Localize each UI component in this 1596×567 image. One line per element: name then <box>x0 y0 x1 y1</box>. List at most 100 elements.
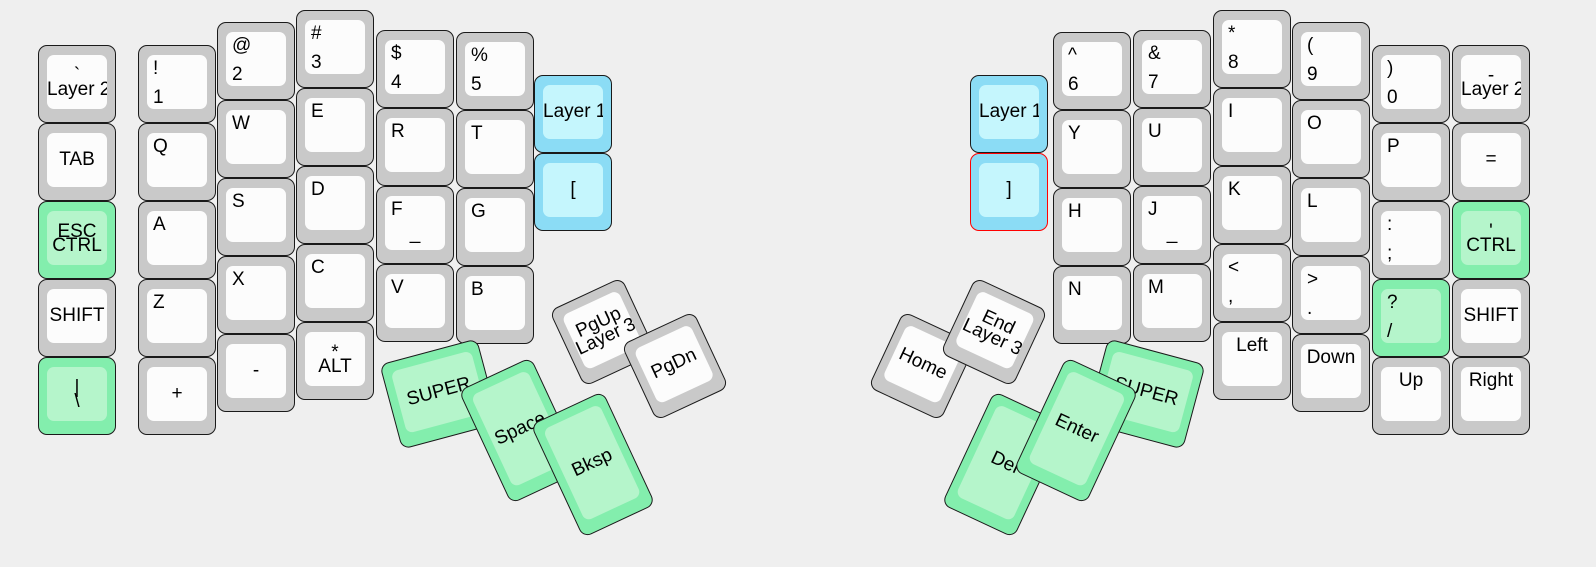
key-s[interactable]: S <box>217 178 295 256</box>
key-c[interactable]: C <box>296 244 374 322</box>
key-legend-base: 2 <box>232 64 243 85</box>
key-x[interactable]: X <box>217 256 295 334</box>
key-legend-base: . <box>1307 298 1313 319</box>
key-g[interactable]: G <box>456 188 534 266</box>
key-shift-left[interactable]: SHIFT <box>38 279 116 357</box>
key-1[interactable]: !1 <box>138 45 216 123</box>
keycap: K <box>1222 176 1282 230</box>
key-legend-main: SHIFT <box>1463 305 1519 327</box>
key-w[interactable]: W <box>217 100 295 178</box>
key-n[interactable]: N <box>1053 266 1131 344</box>
keycap: B <box>465 276 525 330</box>
keycap: Layer 1 <box>979 85 1039 139</box>
key-period[interactable]: >. <box>1292 256 1370 334</box>
key-layer1-left[interactable]: Layer 1 <box>534 75 612 153</box>
key-legend-base: K <box>1228 179 1241 200</box>
key-bracket-left[interactable]: [ <box>534 153 612 231</box>
key-layer1-right[interactable]: Layer 1 <box>970 75 1048 153</box>
key-legend-base: R <box>391 121 405 142</box>
key-legend-bottom: Layer 2 <box>47 78 107 100</box>
key-legend-shifted: $ <box>391 43 402 64</box>
keycap: ] <box>979 163 1039 217</box>
key-shift-right[interactable]: SHIFT <box>1452 279 1530 357</box>
key-legend-base: D <box>311 179 325 200</box>
key-legend-top: ` <box>73 64 81 86</box>
key-l[interactable]: L <box>1292 178 1370 256</box>
key-h[interactable]: H <box>1053 188 1131 266</box>
key-3[interactable]: #3 <box>296 10 374 88</box>
keycap: J_ <box>1142 196 1202 250</box>
keycap: N <box>1062 276 1122 330</box>
key-tab[interactable]: TAB <box>38 123 116 201</box>
key-legend-base: J <box>1148 199 1158 220</box>
key-m[interactable]: M <box>1133 264 1211 342</box>
key-minus[interactable]: - <box>217 334 295 412</box>
key-a[interactable]: A <box>138 201 216 279</box>
key-right[interactable]: Right <box>1452 357 1530 435</box>
key-layer2-minus[interactable]: -Layer 2 <box>1452 45 1530 123</box>
key-k[interactable]: K <box>1213 166 1291 244</box>
key-6[interactable]: ^6 <box>1053 32 1131 110</box>
key-f[interactable]: F_ <box>376 186 454 264</box>
key-2[interactable]: @2 <box>217 22 295 100</box>
key-y[interactable]: Y <box>1053 110 1131 188</box>
key-legend-base: B <box>471 279 484 300</box>
key-layer2-backtick[interactable]: `Layer 2 <box>38 45 116 123</box>
keycap: TAB <box>47 133 107 187</box>
key-5[interactable]: %5 <box>456 32 534 110</box>
key-j[interactable]: J_ <box>1133 186 1211 264</box>
key-t[interactable]: T <box>456 110 534 188</box>
keycap: T <box>465 120 525 174</box>
key-i[interactable]: I <box>1213 88 1291 166</box>
key-equals[interactable]: = <box>1452 123 1530 201</box>
key-q[interactable]: Q <box>138 123 216 201</box>
key-v[interactable]: V <box>376 264 454 342</box>
key-u[interactable]: U <box>1133 108 1211 186</box>
key-quote-ctrl[interactable]: 'CTRL <box>1452 201 1530 279</box>
keycap: |\ <box>47 367 107 421</box>
key-up[interactable]: Up <box>1372 357 1450 435</box>
key-plus[interactable]: + <box>138 357 216 435</box>
key-9[interactable]: (9 <box>1292 22 1370 100</box>
key-e[interactable]: E <box>296 88 374 166</box>
key-p[interactable]: P <box>1372 123 1450 201</box>
key-legend-main: TAB <box>59 149 95 171</box>
key-legend-shifted: @ <box>232 35 252 56</box>
key-slash[interactable]: ?/ <box>1372 279 1450 357</box>
keycap: Down <box>1301 344 1361 398</box>
key-b[interactable]: B <box>456 266 534 344</box>
key-bracket-right[interactable]: ] <box>970 153 1048 231</box>
key-legend-main: ] <box>1006 179 1012 201</box>
key-legend-main: Layer 1 <box>543 101 603 123</box>
key-legend-top: | <box>74 376 80 398</box>
keycap: Q <box>147 133 207 187</box>
key-7[interactable]: &7 <box>1133 30 1211 108</box>
key-legend-main: Right <box>1468 370 1514 391</box>
key-comma[interactable]: <, <box>1213 244 1291 322</box>
key-legend-main: Enter <box>1052 409 1103 448</box>
key-semicolon[interactable]: :; <box>1372 201 1450 279</box>
key-legend-base: O <box>1307 113 1322 134</box>
key-legend-shifted: & <box>1148 43 1161 64</box>
key-0[interactable]: )0 <box>1372 45 1450 123</box>
key-legend-main: Left <box>1236 335 1268 356</box>
key-legend-base: 0 <box>1387 87 1398 108</box>
key-pipe-backslash[interactable]: |\ <box>38 357 116 435</box>
key-left[interactable]: Left <box>1213 322 1291 400</box>
key-8[interactable]: *8 <box>1213 10 1291 88</box>
key-r[interactable]: R <box>376 108 454 186</box>
keycap: Bksp <box>542 403 642 522</box>
key-d[interactable]: D <box>296 166 374 244</box>
key-down[interactable]: Down <box>1292 334 1370 412</box>
key-legend-base: ; <box>1387 243 1393 264</box>
key-o[interactable]: O <box>1292 100 1370 178</box>
keycap: M <box>1142 274 1202 328</box>
keycap: Up <box>1381 367 1441 421</box>
homing-bar: _ <box>1166 223 1178 245</box>
key-legend-base: 6 <box>1068 74 1079 95</box>
key-z[interactable]: Z <box>138 279 216 357</box>
key-4[interactable]: $4 <box>376 30 454 108</box>
key-legend-bottom: \ <box>74 390 80 412</box>
key-alt[interactable]: *ALT <box>296 322 374 400</box>
